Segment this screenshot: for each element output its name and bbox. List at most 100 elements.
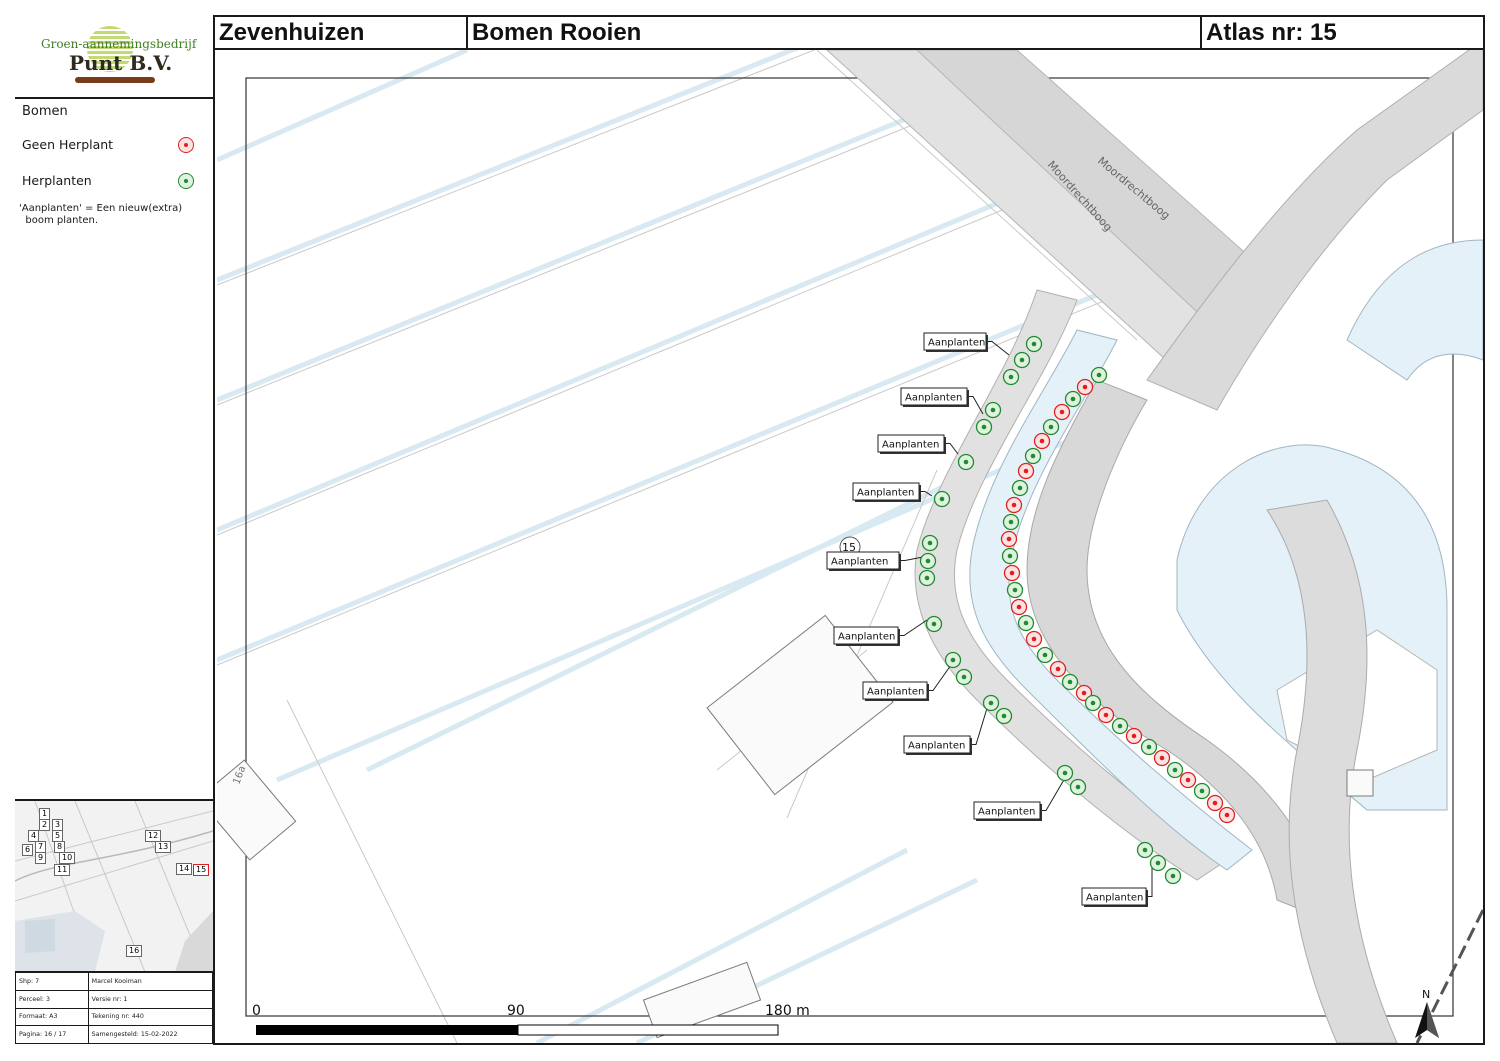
water-upper-right	[1346, 239, 1483, 381]
tree-herplanten[interactable]	[918, 569, 936, 587]
tree-herplanten[interactable]	[982, 694, 1000, 712]
tree-herplanten[interactable]	[1069, 778, 1087, 796]
tree-geen-herplant[interactable]	[1005, 496, 1023, 514]
tree-geen-herplant[interactable]	[1179, 771, 1197, 789]
map-graphic[interactable]: Moordrechtboog Moordrechtboog 16a 15 Aan…	[217, 50, 1483, 1043]
sidebar: Groen-aannemingsbedrijf Punt B.V. Bomen …	[15, 15, 215, 1045]
map-inner-frame	[245, 77, 1454, 1017]
tree-herplanten[interactable]	[921, 534, 939, 552]
north-label: N	[1422, 988, 1430, 1001]
tree-geen-herplant[interactable]	[1000, 530, 1018, 548]
north-arrow-icon: N	[1415, 988, 1439, 1038]
tree-herplanten[interactable]	[1025, 335, 1043, 353]
tree-geen-herplant[interactable]	[1125, 727, 1143, 745]
callout-aanplanten: Aanplanten	[1081, 887, 1148, 907]
road-west-curve	[914, 289, 1228, 881]
overview-sheet-14: 14	[176, 863, 193, 875]
meta-author: Marcel Kooiman	[87, 972, 214, 991]
tree-herplanten[interactable]	[1149, 854, 1167, 872]
legend-item-herplanten: Herplanten	[22, 173, 92, 188]
tree-herplanten[interactable]	[919, 552, 937, 570]
callout-aanplanten: Aanplanten	[923, 332, 988, 352]
tree-herplanten[interactable]	[1036, 646, 1054, 664]
tree-geen-herplant[interactable]	[1075, 684, 1093, 702]
tree-herplanten[interactable]	[1140, 738, 1158, 756]
tree-herplanten[interactable]	[933, 490, 951, 508]
tree-herplanten[interactable]	[1011, 479, 1029, 497]
tree-geen-herplant[interactable]	[1003, 564, 1021, 582]
tree-herplanten[interactable]	[1002, 368, 1020, 386]
tree-geen-herplant[interactable]	[1206, 794, 1224, 812]
tree-geen-herplant[interactable]	[1017, 462, 1035, 480]
overview-sheet-16: 16	[126, 945, 143, 957]
tree-herplanten[interactable]	[1006, 581, 1024, 599]
callout-aanplanten: Aanplanten	[833, 626, 900, 646]
callout-label: Aanplanten	[857, 488, 914, 499]
meta-drawing-number: Tekening nr: 440	[87, 1007, 214, 1027]
callout-label: Aanplanten	[867, 687, 924, 698]
tree-herplanten[interactable]	[1017, 614, 1035, 632]
tree-herplanten[interactable]	[955, 668, 973, 686]
callout-label: Aanplanten	[905, 393, 962, 404]
tree-herplanten[interactable]	[1193, 782, 1211, 800]
meta-format: Formaat: A3	[15, 1007, 89, 1027]
callout-label: Aanplanten	[978, 807, 1035, 818]
overview-sheet-6: 6	[22, 844, 34, 856]
callouts: AanplantenAanplantenAanplantenAanplanten…	[826, 332, 1148, 907]
tree-herplanten[interactable]	[984, 401, 1002, 419]
tree-herplanten[interactable]	[1024, 447, 1042, 465]
meta-compiled-date: Samengesteld: 15-02-2022	[87, 1025, 214, 1045]
tree-geen-herplant[interactable]	[1153, 749, 1171, 767]
tree-geen-herplant[interactable]	[1097, 706, 1115, 724]
tree-herplanten[interactable]	[1013, 351, 1031, 369]
tree-geen-herplant[interactable]	[1033, 432, 1051, 450]
tree-herplanten[interactable]	[1111, 717, 1129, 735]
tree-herplanten[interactable]	[1164, 867, 1182, 885]
map-canvas[interactable]: Moordrechtboog Moordrechtboog 16a 15 Aan…	[217, 50, 1483, 1043]
tree-geen-herplant[interactable]	[1076, 378, 1094, 396]
tree-herplanten[interactable]	[1002, 513, 1020, 531]
tree-herplanten[interactable]	[944, 651, 962, 669]
tree-herplanten[interactable]	[1136, 841, 1154, 859]
tree-geen-herplant[interactable]	[1010, 598, 1028, 616]
header-location: Zevenhuizen	[215, 15, 468, 50]
legend-title: Bomen	[22, 104, 68, 119]
callout-aanplanten: Aanplanten	[852, 482, 921, 502]
callout-label: Aanplanten	[838, 632, 895, 643]
tree-herplanten[interactable]	[1084, 694, 1102, 712]
callout-aanplanten: Aanplanten	[900, 387, 969, 407]
tree-symbols[interactable]	[918, 335, 1236, 885]
tree-herplanten[interactable]	[1090, 366, 1108, 384]
callout-label: Aanplanten	[831, 557, 888, 568]
green-tree-symbol-icon	[178, 173, 194, 189]
tree-herplanten[interactable]	[1042, 418, 1060, 436]
tree-geen-herplant[interactable]	[1218, 806, 1236, 824]
logo-ground-icon	[75, 77, 155, 83]
meta-perceel: Perceel: 3	[15, 989, 89, 1009]
tree-herplanten[interactable]	[1001, 547, 1019, 565]
callout-label: Aanplanten	[908, 741, 965, 752]
callout-label: Aanplanten	[882, 440, 939, 451]
overview-sheet-10: 10	[59, 852, 76, 864]
callout-aanplanten: Aanplanten	[903, 735, 972, 755]
tree-geen-herplant[interactable]	[1049, 660, 1067, 678]
scale-bar-white	[517, 1024, 779, 1036]
callout-label: Aanplanten	[1086, 893, 1143, 904]
tree-herplanten[interactable]	[1056, 764, 1074, 782]
scale-bar-black	[256, 1025, 518, 1035]
overview-sheet-12: 12	[145, 830, 162, 842]
tree-herplanten[interactable]	[1166, 761, 1184, 779]
overview-map: 1 2 3 4 5 6 7 8 9 10 11 12 13 14 15 16	[15, 799, 213, 972]
logo-company-type: Groen-aannemingsbedrijf	[41, 37, 197, 51]
tree-herplanten[interactable]	[925, 615, 943, 633]
tree-geen-herplant[interactable]	[1053, 403, 1071, 421]
tree-herplanten[interactable]	[995, 707, 1013, 725]
scale-label-90: 90	[507, 1003, 525, 1019]
tree-herplanten[interactable]	[957, 453, 975, 471]
tree-geen-herplant[interactable]	[1025, 630, 1043, 648]
scale-label-180: 180 m	[765, 1003, 810, 1019]
tree-herplanten[interactable]	[1061, 673, 1079, 691]
tree-herplanten[interactable]	[975, 418, 993, 436]
overview-sheet-2: 2	[39, 819, 51, 831]
tree-herplanten[interactable]	[1064, 390, 1082, 408]
